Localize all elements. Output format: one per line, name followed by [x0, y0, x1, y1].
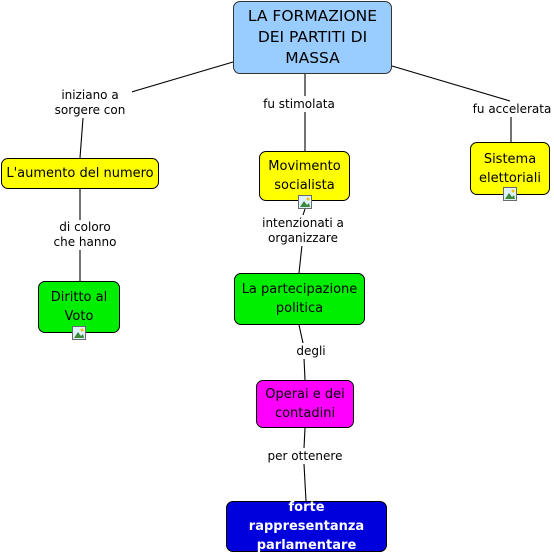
concept-movimento-label: Movimento socialista	[268, 159, 341, 193]
link-label-accelerata: fu accelerata	[467, 102, 554, 117]
connector-line	[303, 463, 307, 502]
concept-operai[interactable]: Operai e dei contadini	[256, 380, 354, 428]
concept-rappresentanza[interactable]: forte rappresentanza parlamentare	[226, 500, 387, 553]
connector-line	[303, 427, 306, 449]
concept-sistema[interactable]: Sistema elettoriali	[470, 142, 550, 195]
concept-aumento[interactable]: L'aumento del numero	[1, 158, 159, 189]
link-label-iniziano: iniziano a sorgere con	[48, 88, 132, 118]
root-concept-label: LA FORMAZIONE DEI PARTITI DI MASSA	[247, 7, 378, 67]
concept-operai-label: Operai e dei contadini	[265, 387, 345, 421]
link-label-coloro: di coloro che hanno	[46, 220, 124, 250]
concept-aumento-label: L'aumento del numero	[6, 166, 154, 181]
connector-line	[302, 208, 306, 216]
connector-line	[298, 324, 304, 344]
concept-rappresentanza-label: forte rappresentanza parlamentare	[248, 500, 365, 553]
link-label-degli: degli	[290, 344, 332, 359]
connector-line	[298, 244, 303, 274]
image-icon[interactable]	[503, 187, 517, 201]
image-icon[interactable]	[72, 326, 86, 340]
image-icon[interactable]	[298, 195, 312, 209]
link-label-ottenere: per ottenere	[262, 449, 348, 464]
connector-line	[391, 65, 511, 102]
root-concept[interactable]: LA FORMAZIONE DEI PARTITI DI MASSA	[233, 1, 392, 74]
connector-line	[79, 117, 84, 159]
concept-sistema-label: Sistema elettoriali	[479, 151, 541, 186]
concept-partecipazione-label: La partecipazione politica	[241, 282, 358, 316]
link-label-intenzionati: intenzionati a organizzare	[254, 216, 352, 246]
concept-movimento[interactable]: Movimento socialista	[259, 151, 350, 201]
concept-diritto-label: Diritto al Voto	[50, 290, 108, 324]
connector-line	[303, 357, 306, 381]
concept-diritto[interactable]: Diritto al Voto	[38, 281, 120, 333]
link-label-stimolata: fu stimolata	[257, 97, 341, 112]
concept-partecipazione[interactable]: La partecipazione politica	[234, 273, 365, 325]
